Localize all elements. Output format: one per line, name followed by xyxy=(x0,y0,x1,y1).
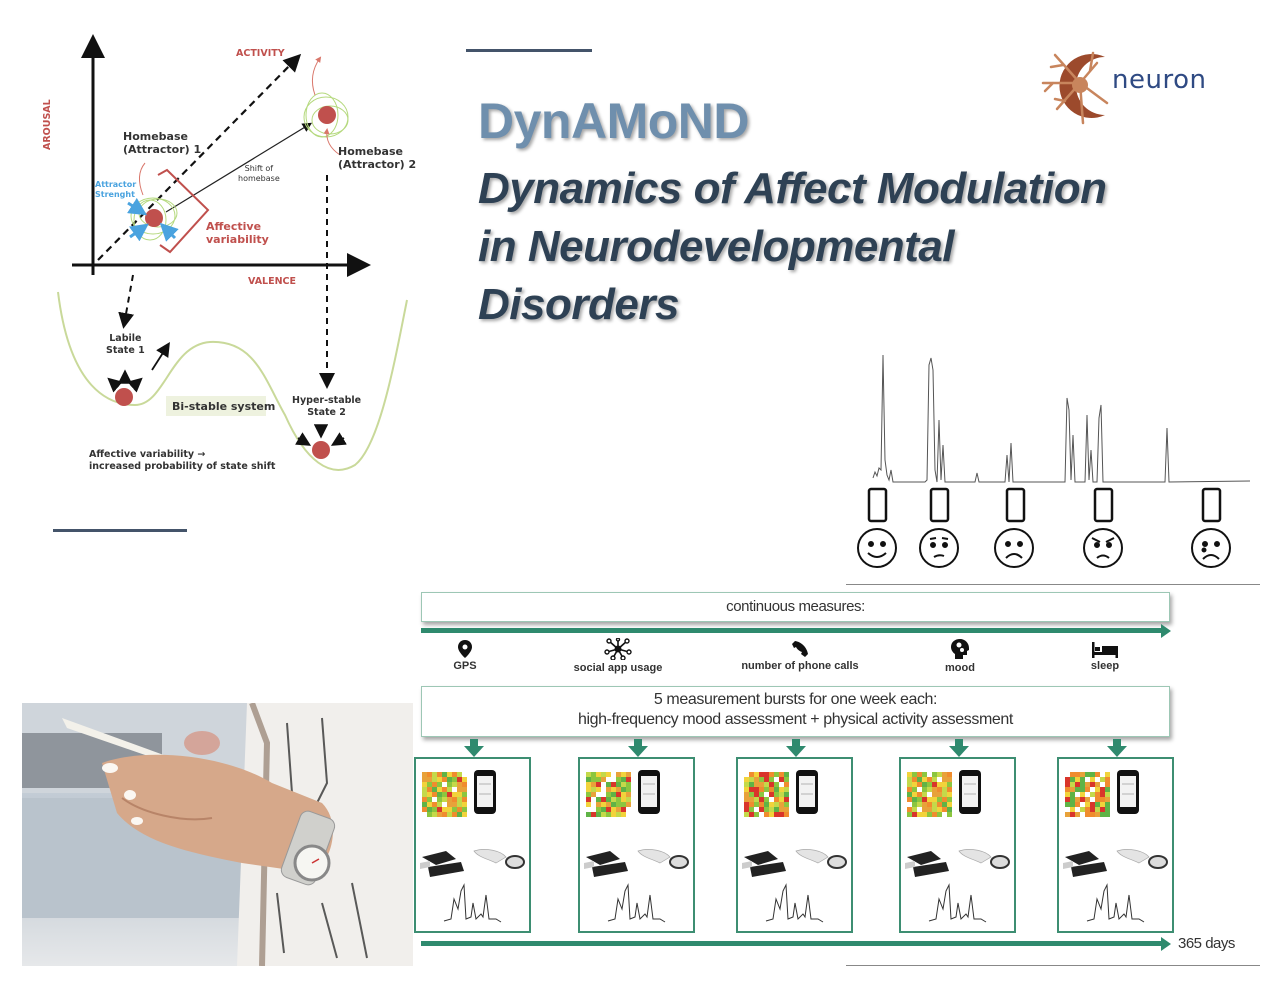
shift-label: Shift of homebase xyxy=(238,164,280,183)
network-icon xyxy=(604,638,632,660)
arousal-label: AROUSAL xyxy=(42,99,53,150)
smartphone-icon xyxy=(1117,770,1139,814)
mood-heatmap xyxy=(907,772,952,817)
angry-face-icon xyxy=(1083,528,1123,568)
burst-panel xyxy=(899,757,1016,933)
subtitle-line-3: Disorders xyxy=(478,280,679,329)
valence-label: VALENCE xyxy=(248,276,297,287)
activity-trace xyxy=(1086,883,1145,923)
continuous-arrowhead xyxy=(1161,624,1171,638)
activity-trace xyxy=(928,883,987,923)
measure-sleep: sleep xyxy=(1080,642,1130,672)
location-pin-icon xyxy=(458,640,472,658)
activity-trace xyxy=(765,883,824,923)
top-rule xyxy=(466,49,592,52)
measurement-bursts-box: 5 measurement bursts for one week each: … xyxy=(421,686,1170,737)
measure-mood: mood xyxy=(935,638,985,674)
continuous-arrow xyxy=(421,628,1161,633)
year-arrow xyxy=(421,941,1161,946)
mood-heatmap xyxy=(422,772,467,817)
neuron-logo-icon xyxy=(1041,51,1109,125)
burst-down-arrow xyxy=(949,739,969,757)
measure-gps: GPS xyxy=(430,640,500,672)
neuron-logo: neuron xyxy=(1035,43,1235,128)
burst-panel xyxy=(736,757,853,933)
attractor-diagram xyxy=(57,34,408,471)
accelerometer-icon xyxy=(795,849,847,869)
project-subtitle: Dynamics of Affect Modulation in Neurode… xyxy=(478,160,1107,334)
burst-panel xyxy=(414,757,531,933)
chest-strap-icon xyxy=(584,851,628,877)
mood-signal-trace xyxy=(872,354,1251,483)
continuous-measures-box: continuous measures: xyxy=(421,592,1170,622)
labile-state-label: Labile State 1 xyxy=(106,333,145,356)
chest-strap-icon xyxy=(905,851,949,877)
crying-face-icon xyxy=(1191,528,1231,568)
chest-strap-icon xyxy=(420,851,464,877)
head-gears-icon xyxy=(951,639,969,659)
continuous-measures-label: continuous measures: xyxy=(726,598,865,615)
mood-heatmap xyxy=(586,772,631,817)
hyper-stable-label: Hyper-stable State 2 xyxy=(292,395,362,418)
affective-variability-label: Affective variability xyxy=(206,220,269,246)
smartphone-icon xyxy=(474,770,496,814)
year-arrowhead xyxy=(1161,937,1171,951)
burst-down-arrow xyxy=(628,739,648,757)
worried-face-icon xyxy=(919,528,959,568)
burst-panel xyxy=(1057,757,1174,933)
burst-down-arrow xyxy=(786,739,806,757)
measure-social-app: social app usage xyxy=(568,638,668,674)
chest-strap-icon xyxy=(742,851,786,877)
left-rule xyxy=(53,529,187,532)
homebase-1-label: Homebase (Attractor) 1 xyxy=(123,130,202,156)
happy-face-icon xyxy=(857,528,897,568)
homebase-2 xyxy=(303,92,349,138)
subtitle-line-1: Dynamics of Affect Modulation xyxy=(478,164,1107,213)
smartphone-photo xyxy=(22,703,413,966)
bed-icon xyxy=(1092,642,1118,658)
activity-trace xyxy=(443,883,502,923)
chest-strap-icon xyxy=(1063,851,1107,877)
burst-panel xyxy=(578,757,695,933)
activity-trace xyxy=(607,883,666,923)
bistable-label: Bi-stable system xyxy=(172,400,276,413)
mood-heatmap xyxy=(744,772,789,817)
burst-down-arrow xyxy=(1107,739,1127,757)
smartphone-icon xyxy=(796,770,818,814)
bursts-line-1: 5 measurement bursts for one week each: xyxy=(653,691,938,708)
sad-face-icon xyxy=(994,528,1034,568)
homebase-2-label: Homebase (Attractor) 2 xyxy=(338,145,417,171)
accelerometer-icon xyxy=(958,849,1010,869)
duration-label: 365 days xyxy=(1178,935,1235,952)
mood-heatmap xyxy=(1065,772,1110,817)
bursts-line-2: high-frequency mood assessment + physica… xyxy=(578,711,1013,728)
accelerometer-icon xyxy=(637,849,689,869)
project-title: DynAMoND xyxy=(478,93,749,149)
measure-phone-calls: number of phone calls xyxy=(735,640,865,672)
phone-icon xyxy=(867,487,1222,523)
variability-note: Affective variability → increased probab… xyxy=(89,449,276,472)
phone-handset-icon xyxy=(792,641,808,657)
smartphone-icon xyxy=(959,770,981,814)
burst-down-arrow xyxy=(464,739,484,757)
logo-text: neuron xyxy=(1112,65,1207,95)
accelerometer-icon xyxy=(1116,849,1168,869)
accelerometer-icon xyxy=(473,849,525,869)
shift-arrow xyxy=(165,122,313,213)
bottom-divider xyxy=(846,965,1260,966)
activity-label: ACTIVITY xyxy=(236,48,285,59)
mood-phones-row xyxy=(850,487,1250,568)
attractor-strength-label: Attractor Strenght xyxy=(95,180,137,199)
section-divider xyxy=(846,584,1260,585)
smartphone-icon xyxy=(638,770,660,814)
subtitle-line-2: in Neurodevelopmental xyxy=(478,222,955,271)
